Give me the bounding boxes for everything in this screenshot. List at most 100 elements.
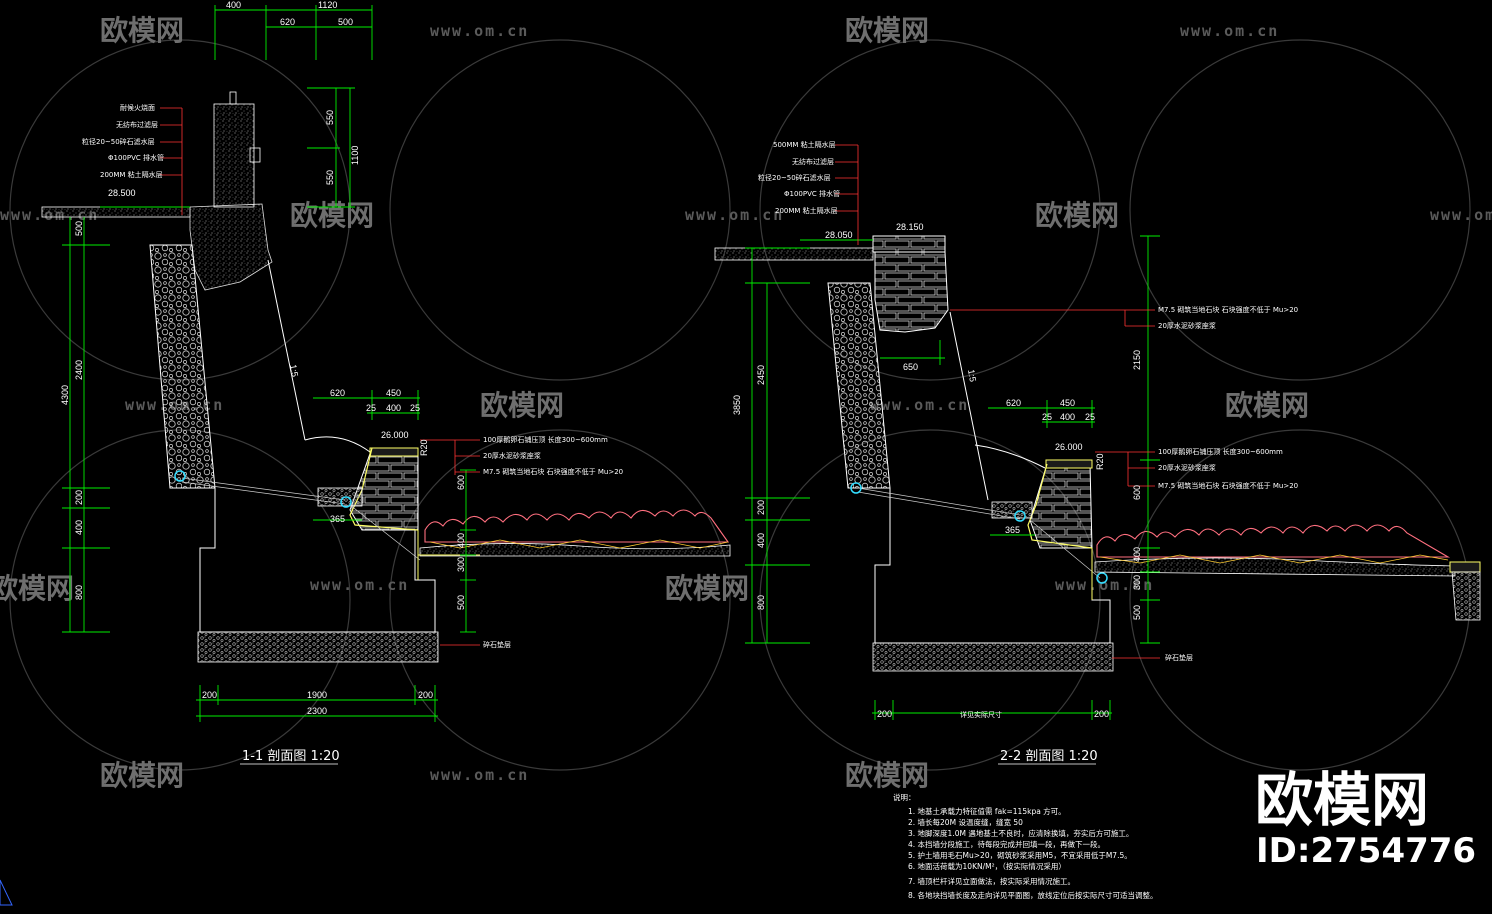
drain-pipe-icon — [340, 496, 352, 508]
drain-pipe-icon — [1014, 510, 1026, 522]
layer-label: 粒径20~50碎石滤水层 — [82, 137, 155, 146]
section-1-texts: 400 1120 620 500 550 550 1100 500 2400 4… — [60, 0, 623, 765]
dim-text: 500 — [456, 595, 466, 610]
gravel-base — [872, 642, 1114, 672]
dim-text: 2450 — [756, 365, 766, 385]
r-mark-text: R20 — [1095, 453, 1105, 470]
watermark-brand: 欧模网 — [100, 14, 184, 47]
brand-logo: 欧模网 ID:2754776 — [1255, 766, 1476, 871]
elevation-text: 26.000 — [381, 430, 409, 440]
watermark-url: www.om.cn — [310, 576, 409, 594]
layer-label: 耐候火烧面 — [120, 103, 155, 112]
planting-2 — [1096, 524, 1451, 558]
section-title: 1-1 剖面图 1:20 — [242, 749, 340, 764]
dim-text: 4300 — [60, 385, 70, 405]
elevation-text: 28.150 — [896, 222, 924, 232]
note-item: 5. 护土墙用毛石Mu>20，砌筑砂浆采用M5，不宜采用低于M7.5。 — [908, 850, 1132, 860]
layer-label: M7.5 砌筑当地石块 石块强度不低于 Mu>20 — [1158, 481, 1298, 490]
dim-text: 400 — [386, 403, 401, 413]
dim-text: 2400 — [74, 360, 84, 380]
layer-label: Φ100PVC 排水管 — [108, 153, 164, 162]
watermarks: 欧模网 www.om.cn 欧模网 www.om.cn www.om.cn 欧模… — [0, 14, 1492, 792]
watermark-brand: 欧模网 — [1225, 389, 1309, 422]
dim-text: 620 — [280, 17, 295, 27]
dim-text: 450 — [386, 388, 401, 398]
note-item: 6. 地面活荷载为10KN/M²，（按实际情况采用） — [908, 861, 1066, 871]
layer-label: 无纺布过滤层 — [116, 120, 158, 129]
dim-text: 25 — [366, 403, 376, 413]
section-2-texts: 2450 3850 200 400 800 28.150 28.050 650 … — [732, 140, 1298, 765]
dim-text: 800 — [74, 585, 84, 600]
watermark-brand: 欧模网 — [0, 572, 74, 605]
dim-text: 300 — [1132, 575, 1142, 590]
watermark-url: www.om.cn — [870, 396, 969, 414]
paving-layer — [714, 247, 874, 261]
layer-label: 20厚水泥砂浆座浆 — [1158, 321, 1216, 330]
dim-text: 550 — [325, 170, 335, 185]
layer-label: 200MM 粘土隔水层 — [100, 170, 163, 179]
brand-name: 欧模网 — [1255, 766, 1429, 834]
watermark-brand: 欧模网 — [100, 759, 184, 792]
dim-text: 25 — [1085, 412, 1095, 422]
design-notes: 说明： 1. 地基土承载力特征值需 fak=115kpa 方可。 2. 墙长每2… — [893, 792, 1158, 900]
dim-text: 200 — [756, 500, 766, 515]
elevation-text: 26.000 — [1055, 442, 1083, 452]
dim-text: 1100 — [350, 146, 360, 165]
section-1-leaders — [160, 107, 480, 646]
dim-text: 500 — [338, 17, 353, 27]
dim-text: 200 — [202, 690, 217, 700]
layer-label: M7.5 砌筑当地石块 石块强度不低于 Mu>20 — [1158, 305, 1298, 314]
dim-text: 200 — [1094, 709, 1109, 719]
dim-text: 500 — [1132, 605, 1142, 620]
dim-text: 300 — [456, 557, 466, 572]
dim-text: 500 — [74, 221, 84, 236]
gravel-base — [197, 631, 439, 663]
notes-heading: 说明： — [893, 792, 916, 802]
dim-text: 600 — [1132, 485, 1142, 500]
dim-text: 400 — [456, 533, 466, 548]
section-title: 2-2 剖面图 1:20 — [1000, 749, 1098, 764]
section-1-drawing — [41, 91, 731, 663]
paving-layer — [41, 206, 191, 218]
watermark-brand: 欧模网 — [1035, 199, 1119, 232]
drain-pipe-icon — [850, 482, 862, 494]
note-item: 2. 墙长每20M 设温度缝，缝宽 50 — [908, 817, 1023, 827]
dim-text: 详见实际尺寸 — [960, 710, 1002, 719]
section-2-drawing — [714, 235, 1481, 672]
dim-text: 200 — [74, 490, 84, 505]
note-item: 4. 本挡墙分段施工，待每段完成并回填一段，再做下一段。 — [908, 839, 1105, 849]
dim-text: 400 — [1060, 412, 1075, 422]
planting-1 — [424, 509, 730, 543]
drain-pipe-icon — [174, 470, 186, 482]
layer-label: 粒径20~50碎石滤水层 — [758, 173, 831, 182]
dim-text: 600 — [456, 475, 466, 490]
layer-label: 20厚水泥砂浆座浆 — [483, 451, 541, 460]
layer-label: M7.5 砌筑当地石块 石块强度不低于 Mu>20 — [483, 467, 623, 476]
watermark-brand: 欧模网 — [845, 759, 929, 792]
dim-text: 200 — [418, 690, 433, 700]
watermark-url: www.om.cn — [685, 206, 784, 224]
backfill — [189, 203, 273, 291]
note-item: 1. 地基土承载力特征值需 fak=115kpa 方可。 — [908, 806, 1066, 816]
dim-text: 25 — [410, 403, 420, 413]
watermark-brand: 欧模网 — [665, 572, 749, 605]
r-mark-text: R20 — [419, 439, 429, 456]
brand-id: ID:2754776 — [1256, 831, 1476, 871]
dim-text: 3850 — [732, 395, 742, 415]
drain-pipe-icon — [1096, 572, 1108, 584]
layer-label: 100厚鹅卵石铺压顶 长度300~600mm — [483, 435, 608, 444]
slope-text: 1:5 — [966, 369, 978, 383]
dim-text: 450 — [1060, 398, 1075, 408]
layer-label: 20厚水泥砂浆座浆 — [1158, 463, 1216, 472]
layer-label: 碎石垫层 — [483, 640, 511, 649]
dim-text: 620 — [1006, 398, 1021, 408]
section-2-dimensions — [745, 235, 1160, 720]
watermark-url: www.om.cn — [430, 766, 529, 784]
watermark-brand: 欧模网 — [290, 199, 374, 232]
dim-text: 365 — [330, 514, 345, 524]
note-item: 8. 各地块挡墙长度及走向详见平面图，放线定位后按实际尺寸可适当调整。 — [908, 890, 1158, 900]
watermark-brand: 欧模网 — [845, 14, 929, 47]
dim-text: 200 — [877, 709, 892, 719]
watermark-url: www.om.cn — [430, 22, 529, 40]
